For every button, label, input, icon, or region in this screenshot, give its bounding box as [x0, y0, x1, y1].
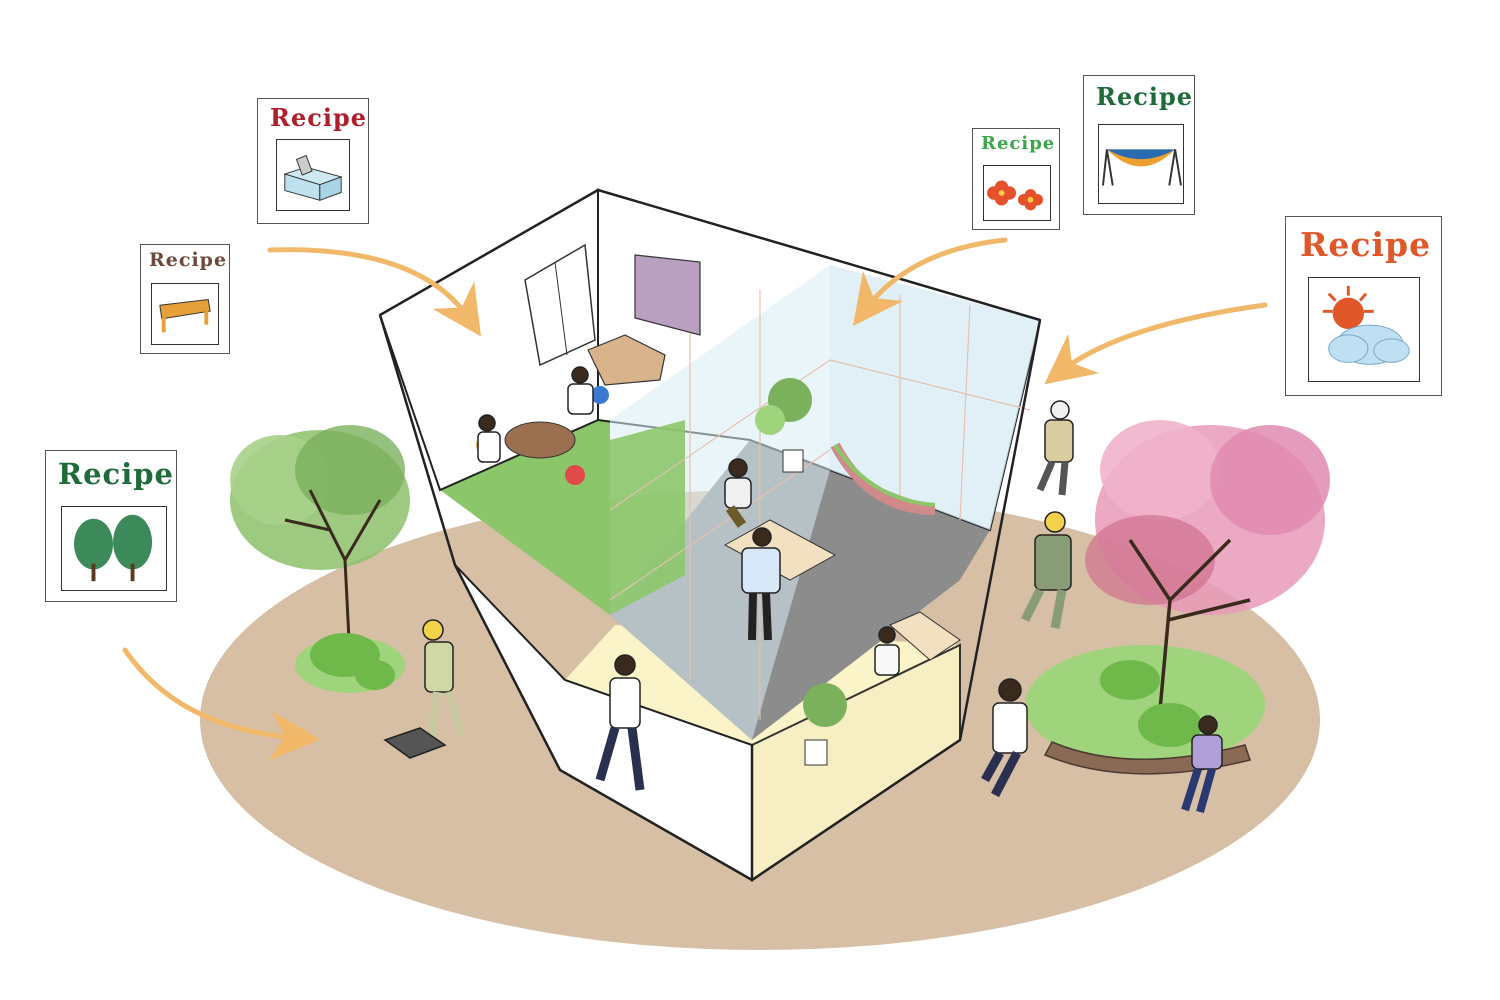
- recipe-label: Recipe: [1096, 82, 1193, 111]
- recipe-label: Recipe: [149, 249, 228, 271]
- left-tree: [230, 425, 410, 690]
- flowers-icon: [983, 165, 1051, 221]
- hammock-icon: [1098, 124, 1184, 204]
- recipe-label: Recipe: [58, 457, 174, 491]
- recipe-card-table[interactable]: Recipe: [140, 244, 230, 354]
- recipe-card-trees[interactable]: Recipe: [45, 450, 177, 602]
- arrow-flowers: [852, 237, 1008, 326]
- building-cutaway: [378, 188, 1042, 882]
- worker-middle-right: [1020, 511, 1072, 629]
- recipe-label: Recipe: [1300, 225, 1432, 264]
- arrows: [122, 237, 1268, 761]
- person-standing-upstairs: [741, 527, 781, 641]
- people-at-round-table: [477, 366, 594, 463]
- arrow-trees: [122, 647, 320, 761]
- recipe-label: Recipe: [270, 103, 367, 132]
- recipe-card-weather[interactable]: Recipe: [1285, 216, 1442, 396]
- recipe-label: Recipe: [981, 133, 1056, 154]
- table-icon: [151, 283, 219, 345]
- worker-upper-right: [1036, 400, 1074, 496]
- kitchen-counter-icon: [276, 139, 350, 211]
- recipe-card-kitchen[interactable]: Recipe: [257, 98, 369, 224]
- worker-with-cart: [383, 619, 466, 759]
- arrow-kitchen: [267, 247, 482, 337]
- person-walking-right: [981, 678, 1028, 798]
- sun-cloud-icon: [1308, 277, 1420, 382]
- people: [383, 366, 1223, 814]
- person-on-phone: [724, 458, 752, 528]
- recipe-card-flowers[interactable]: Recipe: [972, 128, 1060, 230]
- person-walking-front: [595, 654, 645, 791]
- arrow-weather: [1044, 302, 1268, 385]
- cherry-tree: [1085, 420, 1330, 747]
- person-at-desk-ground: [874, 626, 900, 676]
- person-on-bench: [1181, 715, 1223, 814]
- trees-icon: [61, 506, 167, 591]
- recipe-card-hammock[interactable]: Recipe: [1083, 75, 1195, 215]
